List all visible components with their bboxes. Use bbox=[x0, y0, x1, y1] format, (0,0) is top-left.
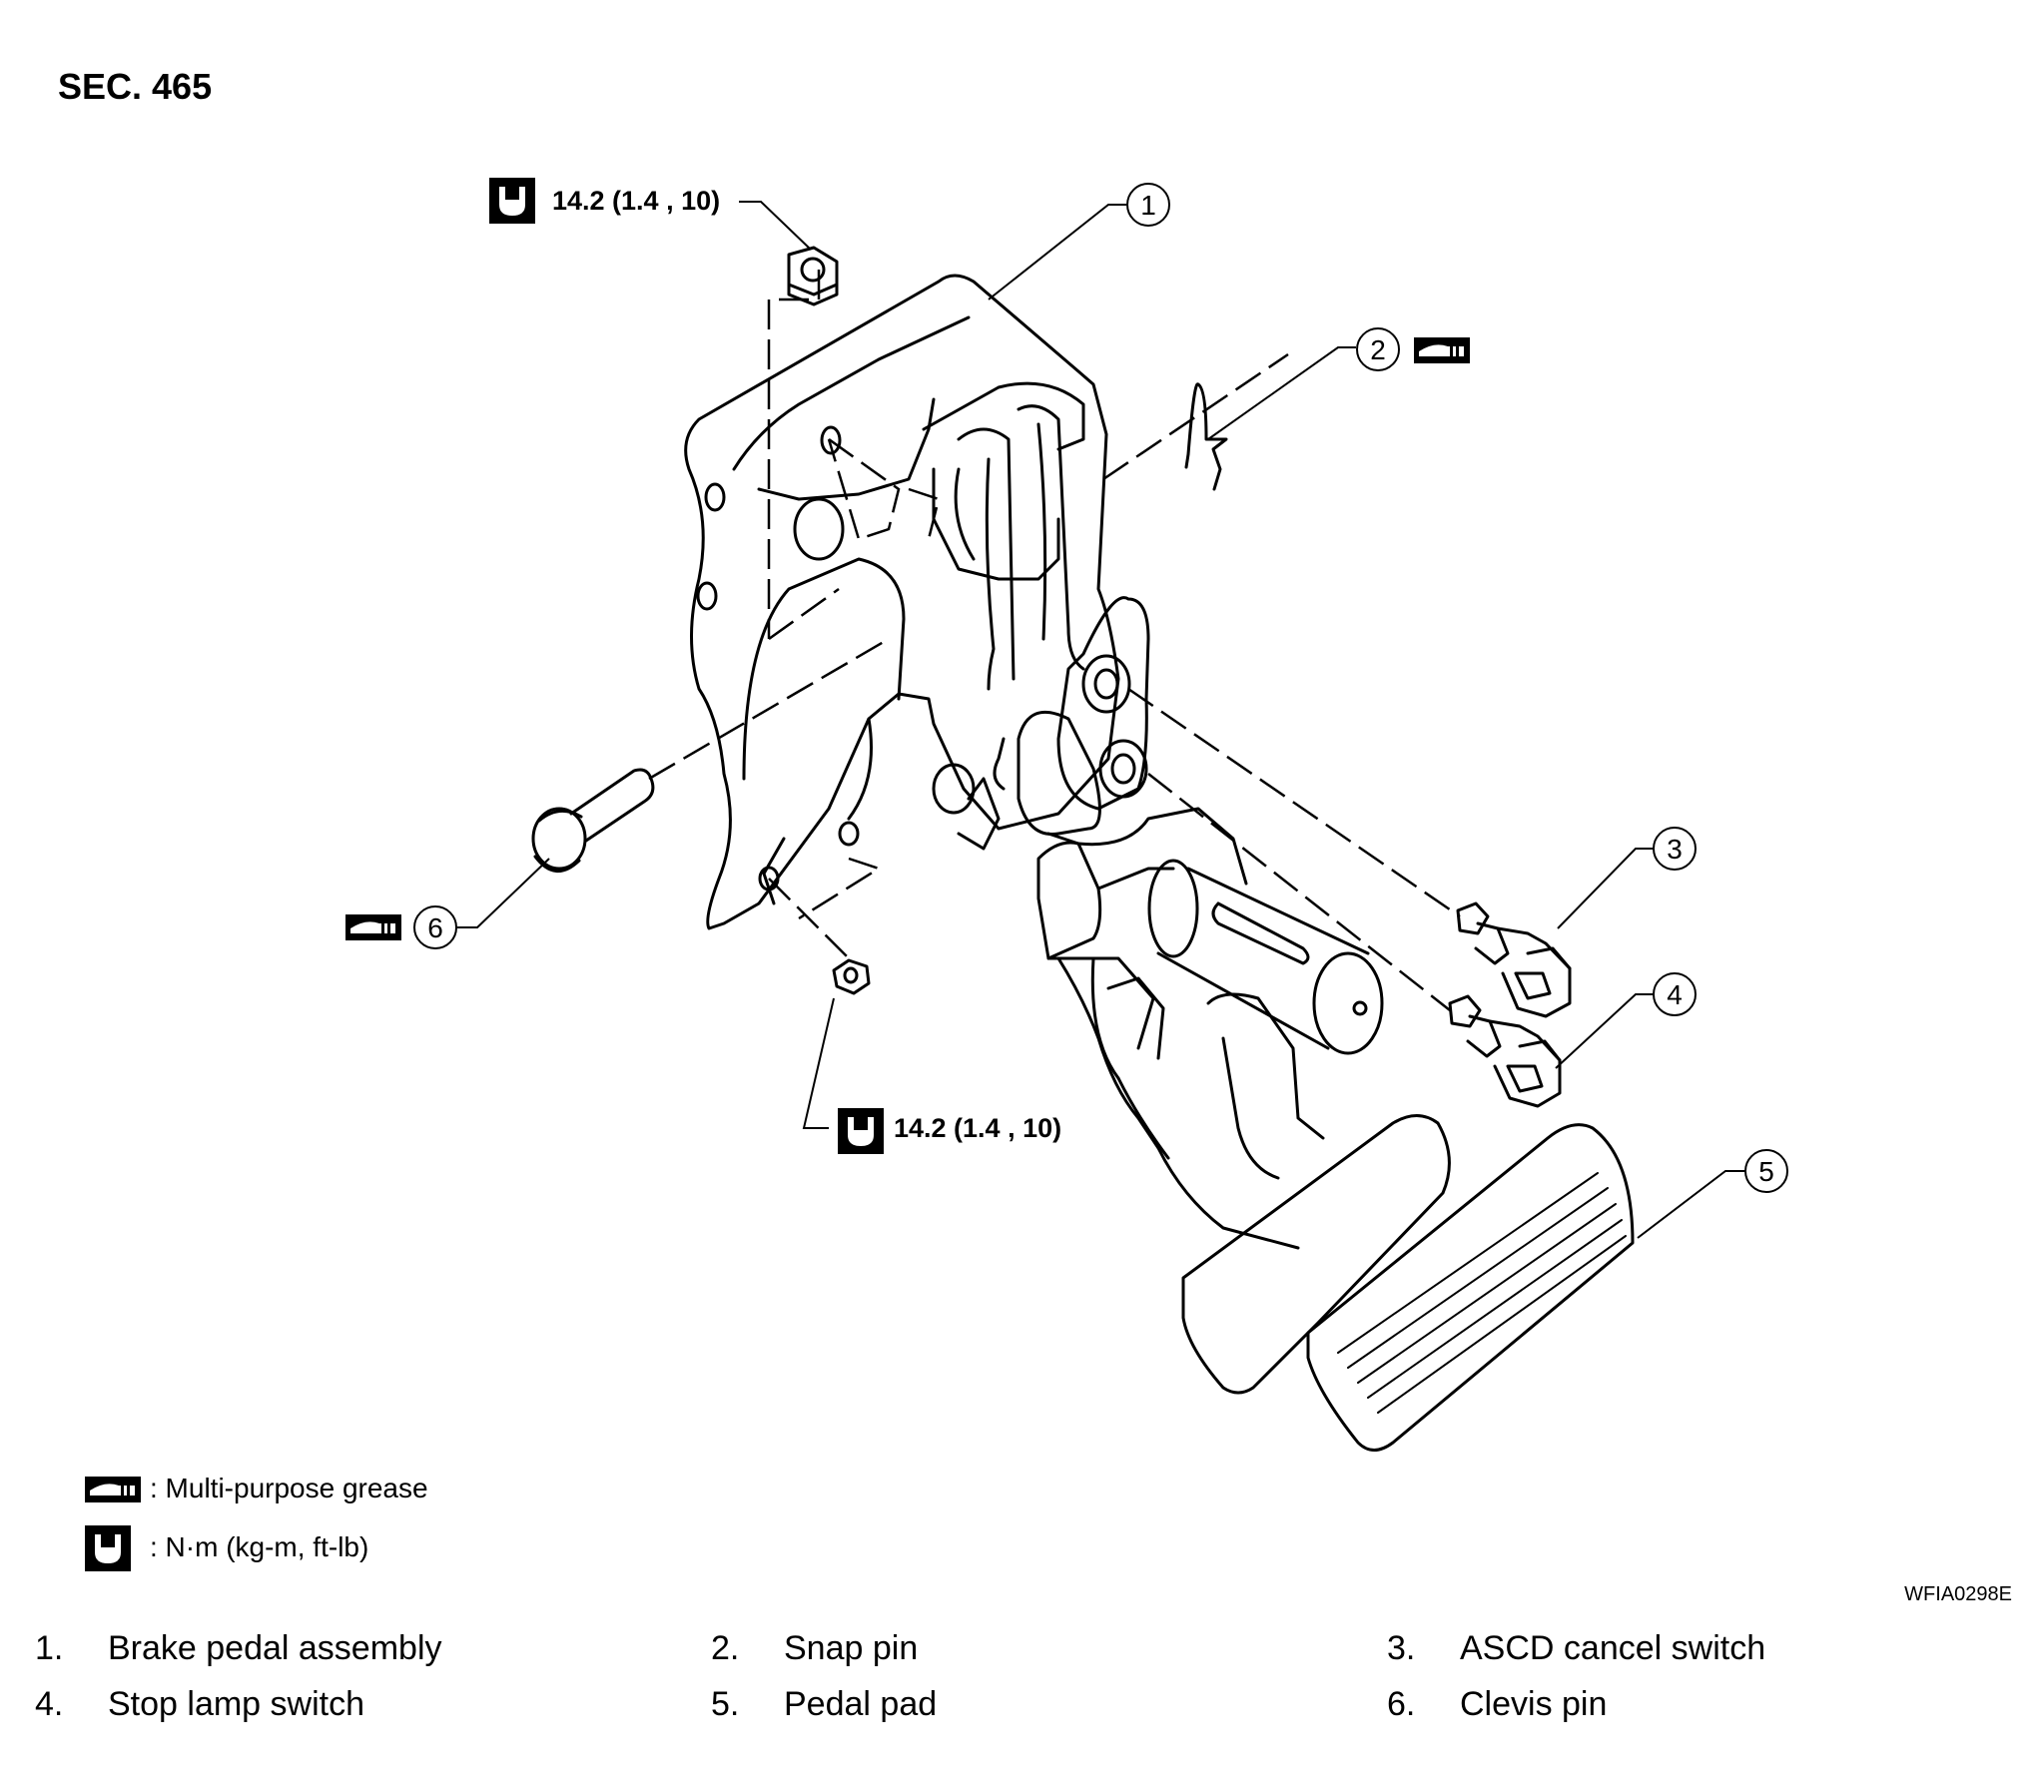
grease-icon bbox=[85, 1477, 141, 1502]
part-name: ASCD cancel switch bbox=[1460, 1629, 1766, 1667]
callout-1: 1 bbox=[1126, 183, 1170, 227]
torque-spec-bottom: 14.2 (1.4 , 10) bbox=[894, 1113, 1062, 1143]
pedal-shaft bbox=[1147, 859, 1384, 1055]
figure-code: WFIA0298E bbox=[1904, 1583, 2012, 1605]
part-number: 4. bbox=[35, 1685, 64, 1723]
part-name: Pedal pad bbox=[784, 1685, 938, 1723]
stop-lamp-switch bbox=[1448, 994, 1562, 1108]
part-name: Brake pedal assembly bbox=[108, 1629, 442, 1667]
part-name: Stop lamp switch bbox=[108, 1685, 364, 1723]
part-number: 3. bbox=[1387, 1629, 1416, 1667]
part-name: Snap pin bbox=[784, 1629, 919, 1667]
svg-text:5: 5 bbox=[1758, 1156, 1774, 1187]
svg-text:1: 1 bbox=[1140, 190, 1156, 221]
section-title: SEC. 465 bbox=[58, 66, 213, 107]
grease-icon bbox=[1414, 337, 1470, 363]
svg-text:2: 2 bbox=[1370, 334, 1386, 365]
part-number: 5. bbox=[711, 1685, 740, 1723]
svg-text:3: 3 bbox=[1667, 834, 1683, 865]
pedal-bracket bbox=[684, 274, 1120, 930]
grease-icon bbox=[345, 914, 401, 940]
torque-wrench-icon bbox=[838, 1108, 884, 1154]
part-number: 6. bbox=[1387, 1685, 1416, 1723]
torque-spec-top: 14.2 (1.4 , 10) bbox=[552, 186, 721, 216]
ascd-cancel-switch bbox=[1456, 901, 1572, 1018]
part-name: Clevis pin bbox=[1460, 1685, 1608, 1723]
callout-6: 6 bbox=[413, 905, 457, 949]
torque-wrench-icon bbox=[85, 1525, 131, 1571]
pedal-pad-clutch bbox=[1181, 1114, 1451, 1395]
torque-wrench-icon bbox=[489, 178, 535, 224]
callout-4: 4 bbox=[1653, 972, 1697, 1016]
clevis-pin bbox=[531, 768, 655, 873]
part-number: 1. bbox=[35, 1629, 64, 1667]
svg-text:4: 4 bbox=[1667, 979, 1683, 1010]
svg-text:6: 6 bbox=[427, 912, 443, 943]
bottom-nut bbox=[832, 958, 871, 995]
legend-torque: : N·m (kg-m, ft-lb) bbox=[150, 1531, 369, 1562]
top-nut bbox=[787, 246, 839, 306]
callout-3: 3 bbox=[1653, 827, 1697, 871]
brake-pedal-arm bbox=[932, 596, 1325, 1250]
callout-2: 2 bbox=[1356, 327, 1400, 371]
part-number: 2. bbox=[711, 1629, 740, 1667]
callout-5: 5 bbox=[1744, 1149, 1788, 1193]
pedal-pad-brake bbox=[1306, 1123, 1635, 1452]
legend-grease: : Multi-purpose grease bbox=[150, 1473, 428, 1503]
